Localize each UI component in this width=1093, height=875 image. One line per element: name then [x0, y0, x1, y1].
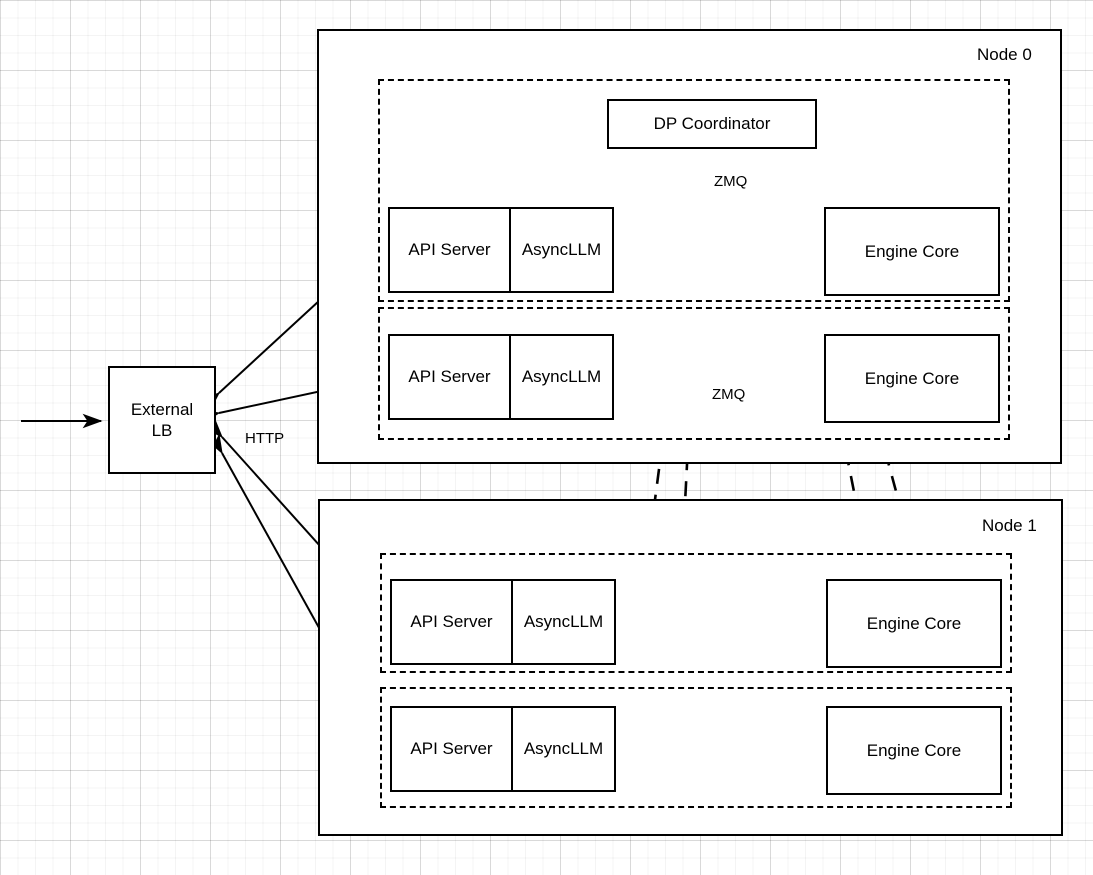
api-server-label: API Server: [410, 739, 493, 758]
node-1-replica-0-engine-core[interactable]: Engine Core: [826, 579, 1002, 668]
node-0-replica-0-api-server[interactable]: API Server: [390, 209, 511, 291]
node-1-label: Node 1: [982, 516, 1037, 535]
api-server-label: API Server: [410, 612, 493, 631]
node-1-replica-0-api-server[interactable]: API Server: [392, 581, 513, 663]
node-0-replica-1-api-async-box[interactable]: API Server AsyncLLM: [388, 334, 614, 420]
async-llm-label: AsyncLLM: [523, 612, 604, 631]
node-0-replica-1-async-llm[interactable]: AsyncLLM: [511, 336, 612, 418]
async-llm-label: AsyncLLM: [521, 240, 602, 259]
node-1-replica-0-api-async-box[interactable]: API Server AsyncLLM: [390, 579, 616, 665]
async-llm-label: AsyncLLM: [521, 367, 602, 386]
node-0-replica-1-engine-core[interactable]: Engine Core: [824, 334, 1000, 423]
engine-core-label: Engine Core: [866, 613, 962, 633]
node-0-replica-0-async-llm[interactable]: AsyncLLM: [511, 209, 612, 291]
node-0-replica-0-api-async-box[interactable]: API Server AsyncLLM: [388, 207, 614, 293]
node-1-replica-1-async-llm[interactable]: AsyncLLM: [513, 708, 614, 790]
node-1-replica-1-api-async-box[interactable]: API Server AsyncLLM: [390, 706, 616, 792]
node-1-replica-1-api-server[interactable]: API Server: [392, 708, 513, 790]
zmq-label-coordinator: ZMQ: [714, 173, 748, 190]
api-server-label: API Server: [408, 367, 491, 386]
api-server-label: API Server: [408, 240, 491, 259]
external-lb-label-line2: LB: [151, 421, 173, 440]
http-label: HTTP: [245, 430, 285, 447]
node-0-replica-0-engine-core[interactable]: Engine Core: [824, 207, 1000, 296]
external-lb-label-line1: External: [130, 399, 194, 419]
node-1-replica-0-async-llm[interactable]: AsyncLLM: [513, 581, 614, 663]
node-0-replica-1-api-server[interactable]: API Server: [390, 336, 511, 418]
external-lb-box[interactable]: External LB: [108, 366, 216, 474]
engine-core-label: Engine Core: [866, 740, 962, 760]
node-1-replica-1-engine-core[interactable]: Engine Core: [826, 706, 1002, 795]
async-llm-label: AsyncLLM: [523, 739, 604, 758]
node-0-label: Node 0: [977, 45, 1032, 64]
engine-core-label: Engine Core: [864, 368, 960, 388]
dp-coordinator-label: DP Coordinator: [653, 114, 771, 133]
zmq-label-replica-1: ZMQ: [710, 386, 748, 403]
engine-core-label: Engine Core: [864, 241, 960, 261]
dp-coordinator-box[interactable]: DP Coordinator: [607, 99, 817, 149]
node-0-replica-0-frame: [378, 79, 1010, 302]
node-1-replica-1-frame: [380, 687, 1012, 808]
